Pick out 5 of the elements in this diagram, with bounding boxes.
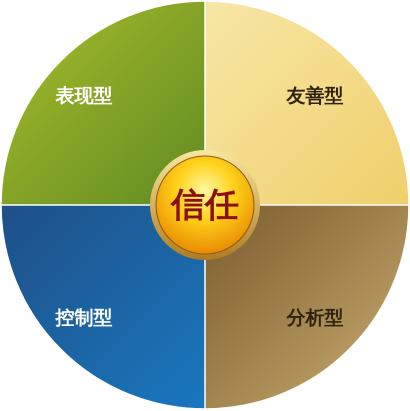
badge-label: 信任	[171, 184, 239, 227]
segment-label: 控制型	[56, 306, 112, 331]
segment-label: 表现型	[56, 84, 112, 109]
segment-label: 友善型	[286, 84, 344, 109]
segment-label: 分析型	[286, 306, 344, 331]
